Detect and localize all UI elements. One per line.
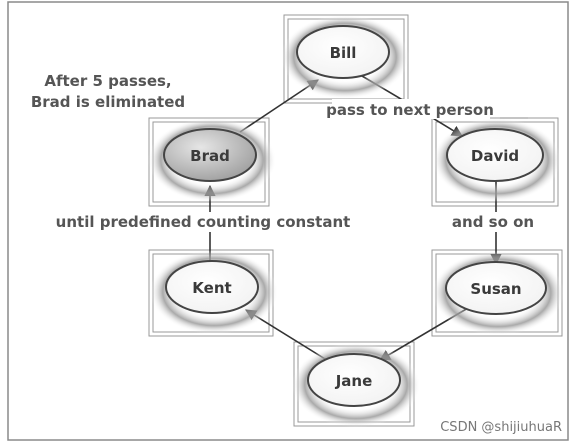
node-jane: Jane bbox=[292, 343, 420, 427]
edge-label-and-so-on: and so on bbox=[452, 213, 534, 231]
edge-label-bg-counting bbox=[64, 212, 342, 232]
note-line-2: Brad is eliminated bbox=[31, 93, 185, 111]
node-david: David bbox=[433, 118, 561, 202]
node-jane-shape bbox=[307, 353, 401, 407]
node-susan: Susan bbox=[432, 251, 564, 335]
watermark-text: CSDN @shijiuhuaR bbox=[440, 420, 562, 435]
node-bill-label: Bill bbox=[330, 44, 357, 62]
node-jane-label: Jane bbox=[335, 372, 373, 390]
node-bill-shape bbox=[296, 25, 390, 79]
edge-label-until-predefined-counting-constant: until predefined counting constant bbox=[56, 213, 351, 231]
node-kent: Kent bbox=[150, 250, 278, 334]
node-david-shape bbox=[446, 128, 544, 182]
outer-frame bbox=[7, 1, 569, 441]
note-line-1: After 5 passes, bbox=[44, 72, 171, 90]
node-brad: Brad bbox=[148, 118, 276, 202]
edge-label-bg-pass bbox=[332, 99, 490, 119]
node-brad-label: Brad bbox=[190, 147, 230, 165]
node-susan-label: Susan bbox=[470, 280, 521, 298]
node-kent-shape bbox=[165, 260, 259, 314]
node-kent-label: Kent bbox=[192, 279, 231, 297]
edge-label-pass-to-next-person: pass to next person bbox=[326, 101, 494, 119]
node-brad-shape bbox=[163, 128, 257, 182]
edge-label-bg-and-so-on bbox=[452, 212, 534, 232]
node-bill: Bill bbox=[281, 15, 409, 99]
node-david-label: David bbox=[471, 147, 519, 165]
node-susan-shape bbox=[445, 261, 547, 315]
